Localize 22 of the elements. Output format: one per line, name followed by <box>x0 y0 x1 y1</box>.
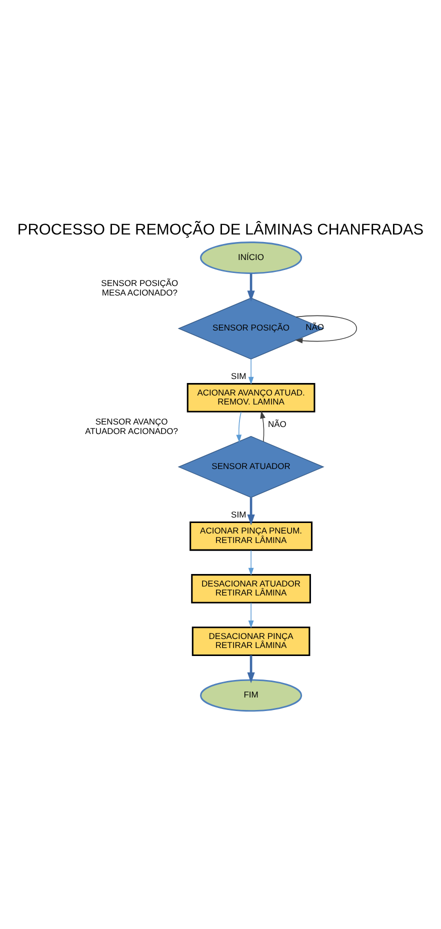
node-box: DESACIONAR ATUADOR RETIRAR LÂMINA <box>191 574 311 603</box>
edge-label: SIM <box>231 508 246 519</box>
node-box: DESACIONAR PINÇA RETIRAR LÂMINA <box>192 626 310 656</box>
arrow <box>236 410 242 442</box>
edge-label: SIM <box>231 370 246 381</box>
edge-label: NÃO <box>268 418 286 429</box>
node-box: ACIONAR AVANÇO ATUAD. REMOV. LAMINA <box>186 382 316 412</box>
arrow <box>248 602 254 628</box>
arrow <box>260 410 266 442</box>
arrow <box>248 549 254 576</box>
diagram-title: PROCESSO DE REMOÇÃO DE LÂMINAS CHANFRADAS <box>17 221 424 238</box>
node-ellipse: FIM <box>200 678 302 712</box>
arrow <box>294 314 357 343</box>
node-box: ACIONAR PINÇA PNEUM. RETIRAR LÂMINA <box>190 520 313 550</box>
arrow <box>248 358 254 384</box>
arrow <box>247 654 255 683</box>
edge-label: NÃO <box>306 321 324 332</box>
node-label: SENSOR POSIÇÃO MESA ACIONADO? <box>101 278 178 297</box>
arrow <box>247 497 255 525</box>
node-label: SENSOR AVANÇO ATUADOR ACIONADO? <box>85 416 178 436</box>
node-ellipse: INÍCIO <box>200 241 302 274</box>
arrow <box>247 273 255 301</box>
